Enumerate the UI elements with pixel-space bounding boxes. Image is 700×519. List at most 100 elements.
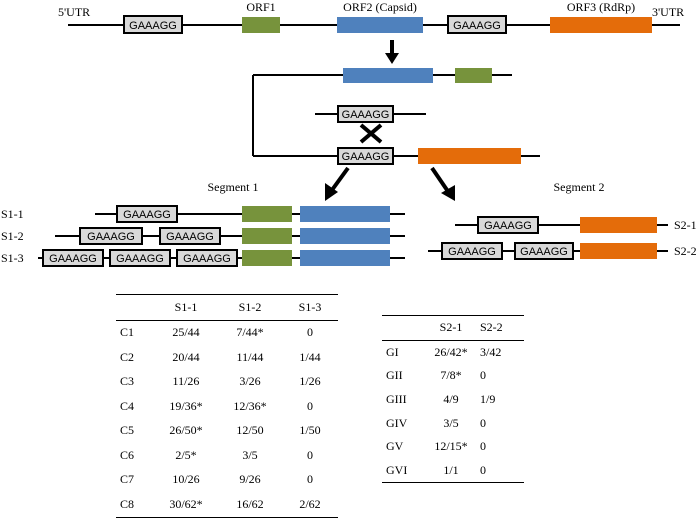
svg-text:GAAAGG: GAAAGG bbox=[129, 20, 177, 32]
svg-text:GAAAGG: GAAAGG bbox=[123, 209, 171, 221]
segment2-title: Segment 2 bbox=[554, 180, 605, 194]
table-cell: C5 bbox=[120, 423, 135, 438]
motif-box: GAAAGG bbox=[79, 227, 143, 245]
orf2-box bbox=[300, 250, 390, 266]
svg-text:GAAAGG: GAAAGG bbox=[342, 109, 390, 121]
svg-text:GAAAGG: GAAAGG bbox=[448, 246, 496, 258]
table-cell: 4/9 bbox=[443, 392, 459, 407]
svg-text:GAAAGG: GAAAGG bbox=[87, 231, 135, 243]
svg-text:GAAAGG: GAAAGG bbox=[166, 231, 214, 243]
orf3-label: ORF3 (RdRp) bbox=[567, 0, 635, 14]
motif-box: GAAAGG bbox=[123, 15, 183, 34]
orf1-box bbox=[242, 250, 292, 266]
s2-2-label: S2-2 bbox=[674, 244, 697, 258]
table-cell: 1/44 bbox=[299, 349, 321, 364]
table-cell: 7/44* bbox=[236, 325, 264, 340]
table-cell: 30/62* bbox=[169, 496, 203, 511]
orf2-label: ORF2 (Capsid) bbox=[343, 0, 417, 14]
table-header-row: S1-1 S1-2 S1-3 bbox=[116, 294, 338, 321]
orf2-box bbox=[337, 17, 423, 33]
table-row: GI 26/42* 3/42 bbox=[382, 340, 524, 364]
table-cell: C1 bbox=[120, 325, 135, 340]
table-cell: 19/36* bbox=[169, 398, 203, 413]
svg-text:GAAAGG: GAAAGG bbox=[484, 220, 532, 232]
table-cell: 11/44 bbox=[236, 349, 264, 364]
crossover-icon bbox=[359, 123, 383, 144]
motif-box: GAAAGG bbox=[337, 147, 394, 165]
orf1-label: ORF1 bbox=[246, 0, 275, 14]
table-cell: 16/62 bbox=[236, 496, 264, 511]
table-cell: 0 bbox=[307, 447, 313, 462]
table-cell: 0 bbox=[480, 368, 486, 383]
orf2-box bbox=[300, 228, 390, 244]
table-cell: 2/5* bbox=[175, 447, 197, 462]
motif-box: GAAAGG bbox=[159, 227, 221, 245]
orf1-box bbox=[242, 206, 292, 222]
motif-box: GAAAGG bbox=[477, 216, 539, 234]
s2-1-label: S2-1 bbox=[674, 218, 697, 232]
orf3-box bbox=[550, 17, 652, 33]
orf3-box bbox=[580, 243, 657, 259]
table-cell: 26/50* bbox=[169, 423, 203, 438]
table-cell: GIV bbox=[386, 415, 408, 430]
svg-text:GAAAGG: GAAAGG bbox=[49, 253, 97, 265]
table-header-cell bbox=[116, 294, 154, 321]
table-cell: 3/5 bbox=[242, 447, 258, 462]
table-cell: C2 bbox=[120, 349, 135, 364]
table-cell: C4 bbox=[120, 398, 135, 413]
table-cell: 0 bbox=[480, 462, 486, 477]
table-cell: 3/26 bbox=[239, 374, 261, 389]
table-cell: GIII bbox=[386, 392, 407, 407]
table-header-cell bbox=[382, 315, 422, 341]
svg-text:GAAAGG: GAAAGG bbox=[116, 253, 164, 265]
table-cell: GV bbox=[386, 439, 404, 454]
arrow-down-right-icon bbox=[430, 166, 455, 201]
svg-text:GAAAGG: GAAAGG bbox=[342, 151, 390, 163]
table-cell: GII bbox=[386, 368, 403, 383]
table-cell: 12/50 bbox=[236, 423, 264, 438]
orf3-box bbox=[580, 217, 657, 233]
motif-box: GAAAGG bbox=[441, 242, 503, 260]
table-cell: 1/26 bbox=[299, 374, 321, 389]
table-cell: 1/50 bbox=[299, 423, 321, 438]
table-cell: GI bbox=[386, 344, 399, 359]
segment1-title: Segment 1 bbox=[208, 180, 259, 194]
motif-box: GAAAGG bbox=[337, 105, 394, 123]
down-arrow-icon bbox=[385, 40, 399, 64]
utr5-label: 5'UTR bbox=[58, 5, 90, 19]
motif-box: GAAAGG bbox=[176, 249, 238, 267]
table-cell: 3/5 bbox=[443, 415, 459, 430]
table-cell: 3/42 bbox=[480, 344, 502, 359]
s1-1-label: S1-1 bbox=[1, 207, 24, 221]
table-cell: 2/62 bbox=[299, 496, 321, 511]
motif-box: GAAAGG bbox=[447, 15, 507, 34]
table-cell: C8 bbox=[120, 496, 135, 511]
utr3-label: 3'UTR bbox=[652, 5, 684, 19]
svg-text:GAAAGG: GAAAGG bbox=[183, 253, 231, 265]
table-row: C8 30/62* 16/62 2/62 bbox=[116, 492, 338, 517]
svg-text:GAAAGG: GAAAGG bbox=[453, 20, 501, 32]
table-header-row: S2-1 S2-2 bbox=[382, 315, 524, 341]
orf1-box bbox=[242, 228, 292, 244]
table-cell: 0 bbox=[307, 325, 313, 340]
orf2-box bbox=[300, 206, 390, 222]
motif-box: GAAAGG bbox=[116, 205, 178, 223]
motif-box: GAAAGG bbox=[514, 242, 574, 260]
table-cell: 26/42* bbox=[434, 344, 468, 359]
table-header-cell: S2-2 bbox=[480, 315, 524, 341]
table-cell: 12/36* bbox=[233, 398, 267, 413]
s1-3-label: S1-3 bbox=[1, 251, 24, 265]
s1-2-label: S1-2 bbox=[1, 229, 24, 243]
table-cell: 7/8* bbox=[440, 368, 462, 383]
motif-box: GAAAGG bbox=[109, 249, 171, 267]
